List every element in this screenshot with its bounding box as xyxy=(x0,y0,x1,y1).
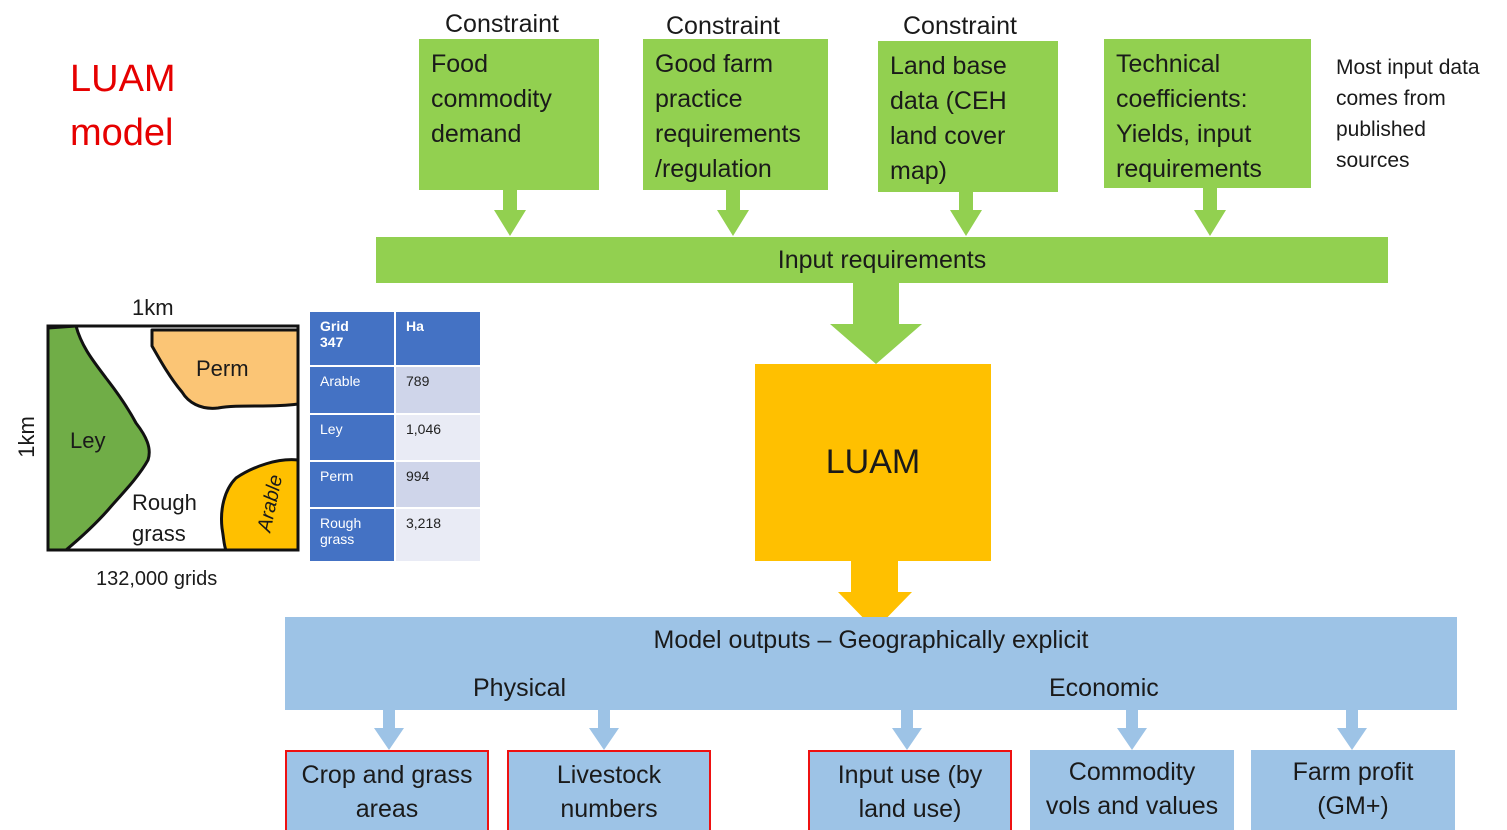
title-line-2: model xyxy=(70,112,174,154)
luam-core-label: LUAM xyxy=(825,443,921,481)
map-arable-area xyxy=(220,458,300,552)
luam-core-box: LUAM xyxy=(755,364,991,561)
arrow-luam-to-outputs xyxy=(838,560,912,630)
arrow-practice-to-input xyxy=(717,190,749,236)
map-perm-area xyxy=(150,328,300,410)
input-box-farm-practice: Good farm practice requirements /regulat… xyxy=(643,39,828,190)
constraint-label-3: Constraint xyxy=(903,12,1017,40)
model-outputs-title: Model outputs – Geographically explicit xyxy=(653,626,1089,654)
table-row: Perm 994 xyxy=(308,460,482,509)
map-width-label: 1km xyxy=(132,295,174,320)
arrow-to-farm-profit xyxy=(1337,710,1367,750)
table-header-ha: Ha xyxy=(394,310,482,367)
map-caption: 132,000 grids xyxy=(96,568,218,590)
title-line-1: LUAM xyxy=(70,58,176,100)
economic-label: Economic xyxy=(1049,674,1159,702)
map-border xyxy=(46,324,300,552)
constraint-label-1: Constraint xyxy=(445,10,559,38)
arrow-to-crop-areas xyxy=(374,710,404,750)
arrow-input-to-luam xyxy=(830,283,922,364)
output-crop-grass-areas: Crop and grass areas xyxy=(285,750,489,830)
input-requirements-label: Input requirements xyxy=(777,245,987,274)
map-grass-label: grass xyxy=(132,521,186,546)
grid-hectare-table: Grid 347 Ha Arable 789 Ley 1,046 Perm 99… xyxy=(308,310,482,563)
constraint-label-2: Constraint xyxy=(666,12,780,40)
input-requirements-bar: Input requirements xyxy=(376,237,1388,283)
input-box-technical-coefficients: Technical coefficients: Yields, input re… xyxy=(1104,39,1311,188)
table-row: Ley 1,046 xyxy=(308,413,482,462)
physical-label: Physical xyxy=(473,674,567,702)
input-data-note: Most input data comes from published sou… xyxy=(1336,56,1480,172)
table-row: Arable 789 xyxy=(308,365,482,415)
output-commodity-vols-values: Commodity vols and values xyxy=(1030,750,1234,830)
table-header-grid: Grid 347 xyxy=(308,310,396,367)
grid-land-map xyxy=(46,324,300,552)
input-box-food-demand: Food commodity demand xyxy=(419,39,599,190)
arrow-to-commodity xyxy=(1117,710,1147,750)
output-input-use: Input use (by land use) xyxy=(808,750,1012,830)
diagram-title: LUAM model xyxy=(70,52,176,160)
table-header-row: Grid 347 Ha xyxy=(308,310,482,367)
table-row: Rough grass 3,218 xyxy=(308,507,482,563)
output-farm-profit: Farm profit (GM+) xyxy=(1251,750,1455,830)
map-height-label: 1km xyxy=(14,416,39,458)
map-rough-label: Rough xyxy=(132,490,197,515)
arrow-technical-to-input xyxy=(1194,188,1226,236)
map-ley-area xyxy=(46,324,151,552)
arrow-to-input-use xyxy=(892,710,922,750)
arrow-to-livestock xyxy=(589,710,619,750)
map-perm-label: Perm xyxy=(196,356,249,381)
output-livestock-numbers: Livestock numbers xyxy=(507,750,711,830)
arrow-landbase-to-input xyxy=(950,192,982,236)
arrow-food-to-input xyxy=(494,190,526,236)
input-box-land-base: Land base data (CEH land cover map) xyxy=(878,41,1058,192)
map-ley-label: Ley xyxy=(70,428,106,453)
model-outputs-box: Model outputs – Geographically explicit … xyxy=(285,617,1457,710)
